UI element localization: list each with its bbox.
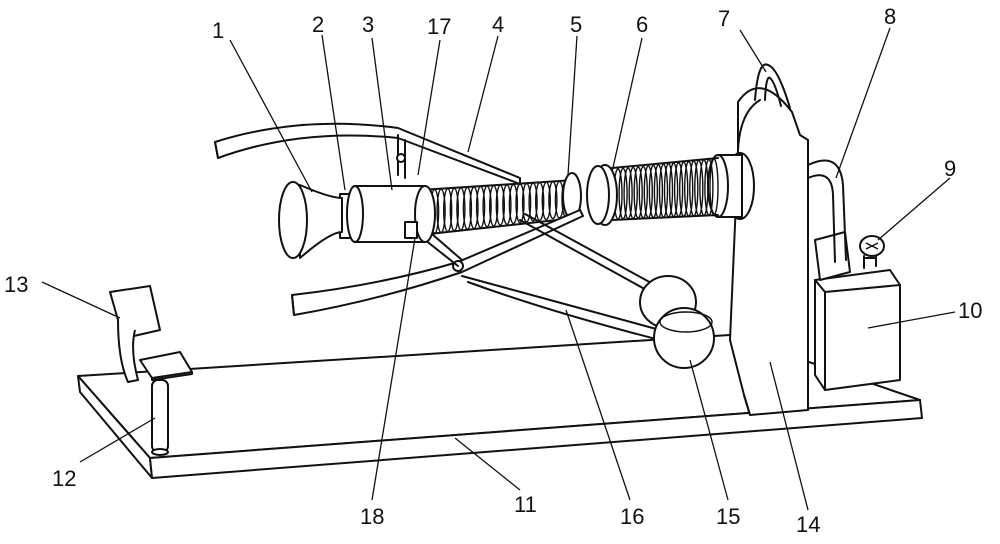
spring-coil: [694, 159, 704, 217]
callout-12: 12: [52, 466, 76, 491]
spring-coil: [475, 185, 486, 229]
spring-coil: [668, 162, 679, 218]
spring-coil: [469, 186, 479, 230]
link-rods: [414, 213, 661, 341]
spring-coil: [673, 162, 684, 218]
spring-coil: [699, 159, 709, 217]
callout-2: 2: [312, 12, 324, 37]
spring-coil: [684, 160, 694, 217]
pipe-tube: [807, 159, 847, 263]
spring-coil: [653, 164, 664, 219]
callout-4: 4: [492, 12, 504, 37]
spring-coil: [456, 187, 466, 231]
spring-coil: [482, 185, 492, 228]
spring-coil: [535, 181, 545, 221]
callout-9: 9: [944, 156, 956, 181]
spring-coil: [489, 184, 499, 227]
spring-coil: [628, 166, 638, 220]
callout-16: 16: [620, 504, 644, 529]
base-plate: [77, 334, 923, 479]
callout-14: 14: [796, 512, 820, 537]
spring-coil: [704, 158, 714, 216]
spring-coil: [548, 181, 558, 220]
front-spring: [419, 179, 576, 236]
spring-coil: [689, 160, 699, 217]
callout-3: 3: [362, 12, 374, 37]
spring-coil: [618, 167, 628, 220]
rear-cylinder: [707, 152, 755, 220]
spring-coil: [658, 163, 669, 218]
leader-lines: [41, 27, 956, 511]
spring-coil: [449, 187, 459, 232]
weight-balls: [639, 275, 715, 369]
callout-8: 8: [884, 4, 896, 29]
callout-18: 18: [360, 504, 384, 529]
spring-coil: [643, 165, 653, 219]
spring-coil: [528, 182, 538, 222]
callout-7: 7: [718, 6, 730, 31]
spring-coil: [541, 181, 551, 221]
callout-6: 6: [636, 12, 648, 37]
callout-13: 13: [4, 272, 28, 297]
spring-coil: [443, 188, 453, 233]
gauge: [859, 235, 885, 269]
spring-coil: [462, 186, 473, 230]
top-hook: [754, 63, 791, 109]
spring-coil: [663, 162, 674, 218]
spring-coil: [709, 158, 719, 216]
spring-coil: [633, 166, 643, 219]
spring-coil: [495, 184, 505, 226]
callout-5: 5: [570, 12, 582, 37]
upright-plate: [729, 87, 809, 416]
rear-spring: [611, 157, 719, 221]
spring-coil: [508, 183, 519, 225]
control-box: [814, 231, 901, 391]
foot-pedal: [109, 285, 193, 456]
spring-coil: [679, 161, 689, 217]
main-body: [278, 181, 436, 259]
spring-coil: [623, 167, 633, 220]
callout-17: 17: [427, 14, 451, 39]
spring-coil: [648, 164, 659, 219]
callout-labels: 1 2 3 17 4 5 6 7 8 9 10 11 12 13 14 15 1…: [4, 4, 982, 537]
callout-11: 11: [514, 492, 537, 517]
callout-10: 10: [958, 298, 982, 323]
callout-1: 1: [212, 18, 224, 43]
collar-6: [586, 164, 618, 226]
spring-coil: [502, 184, 512, 226]
spring-coil: [521, 182, 532, 223]
spring-coil: [638, 165, 648, 219]
callout-15: 15: [716, 504, 740, 529]
spring-coil: [436, 188, 446, 234]
